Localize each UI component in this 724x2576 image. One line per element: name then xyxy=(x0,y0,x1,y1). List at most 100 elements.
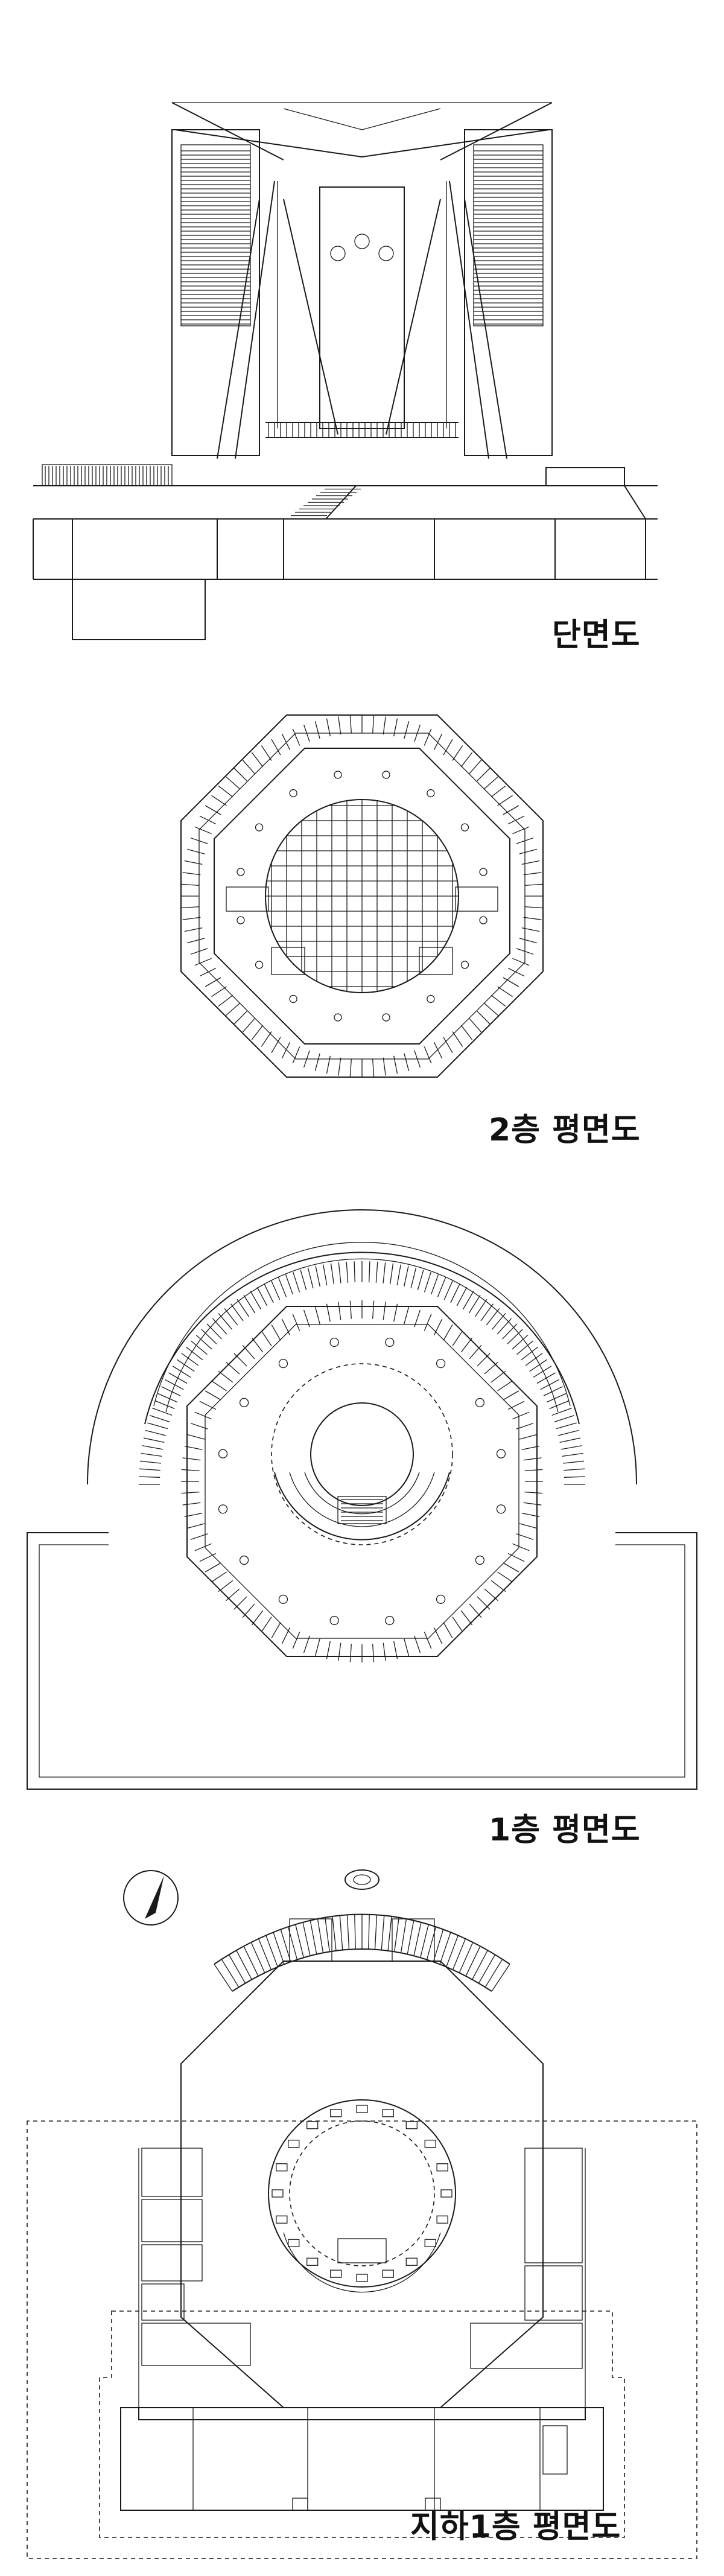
octagon-rafter xyxy=(516,948,534,955)
octagon-rafter xyxy=(469,760,482,774)
seat-marker xyxy=(288,2239,300,2247)
octagon-rafter xyxy=(404,721,410,739)
octagon-rafter xyxy=(251,1025,264,1040)
arc-wing-step xyxy=(465,1946,481,1977)
octagon-rafter xyxy=(433,1627,443,1644)
seat-marker xyxy=(382,2269,394,2278)
octagon-rafter xyxy=(226,776,240,789)
arc-wing-step xyxy=(221,1959,240,1988)
column-marker xyxy=(479,916,487,924)
octagon-rafter xyxy=(519,848,537,854)
octagon-rafter xyxy=(443,739,453,755)
octagon-rafter xyxy=(443,1622,453,1639)
octagon-rafter xyxy=(484,776,498,789)
arc-seat-line xyxy=(346,1261,349,1283)
octagon-rafter xyxy=(452,1031,463,1047)
seat-marker xyxy=(276,2215,288,2224)
octagon-rafter xyxy=(205,1390,221,1401)
octagon-rafter xyxy=(326,1303,331,1322)
column-marker xyxy=(460,823,469,832)
column-marker xyxy=(427,994,435,1003)
octagon-rafter xyxy=(424,1314,432,1331)
floor1-plan xyxy=(27,1209,697,1790)
octagon-rafter xyxy=(469,1018,482,1032)
octagon-rafter xyxy=(190,1533,208,1541)
arc-seat-line xyxy=(250,1291,262,1310)
octagon-rafter xyxy=(424,1046,432,1064)
octagon-rafter xyxy=(507,1553,525,1562)
arc-seat-line xyxy=(278,1277,287,1297)
octagon-rafter xyxy=(393,1303,398,1322)
arc-seat-line xyxy=(181,1352,199,1366)
arc-seat-line xyxy=(468,1294,481,1314)
column-marker xyxy=(239,1398,249,1408)
arc-seat-line xyxy=(424,1271,431,1293)
octagon-rafter xyxy=(194,1543,212,1551)
floor1-columns xyxy=(218,1337,506,1626)
seat-marker xyxy=(440,2189,453,2198)
octagon-rafter xyxy=(393,1641,398,1659)
arc-wing-step xyxy=(280,1929,291,1962)
octagon-rafter xyxy=(187,1523,205,1529)
arc-seat-line xyxy=(474,1299,487,1317)
arc-seat-line xyxy=(557,1430,579,1436)
octagon-rafter xyxy=(433,1042,443,1059)
arc-wing-step xyxy=(368,1914,370,1950)
octagon-rafter xyxy=(184,927,203,932)
octagon-rafter xyxy=(326,718,331,737)
octagon-rafter xyxy=(393,1055,398,1074)
arc-seat-line xyxy=(154,1400,175,1410)
column-marker xyxy=(239,1555,249,1565)
octagon-rafter xyxy=(484,1361,498,1375)
arc-wing-step xyxy=(317,1918,324,1953)
basement1-rooms xyxy=(141,1918,583,2369)
arc-seat-line xyxy=(152,1407,173,1416)
arc-seat-line xyxy=(369,1261,370,1283)
octagon-rafter xyxy=(414,1050,421,1068)
section-central-volume xyxy=(265,181,459,438)
octagon-rafter xyxy=(524,906,543,909)
compass-north-arrow xyxy=(123,1870,179,1926)
arc-seat-line xyxy=(237,1299,250,1317)
basement1-arc-wing xyxy=(214,1869,510,1992)
octagon-rafter xyxy=(303,1309,310,1328)
octagon-rafter xyxy=(503,1562,519,1573)
arc-seat-line xyxy=(462,1291,474,1310)
arc-seat-line xyxy=(512,1334,529,1350)
octagon-rafter xyxy=(484,1003,498,1016)
arc-seat-line xyxy=(264,1283,274,1303)
octagon-rafter xyxy=(349,1644,352,1662)
arc-seat-line xyxy=(502,1323,518,1340)
octagon-rafter xyxy=(414,724,421,742)
arc-seat-line xyxy=(437,1277,446,1297)
octagon-rafter xyxy=(521,860,540,865)
column-marker xyxy=(436,1594,446,1604)
arc-wing-step xyxy=(250,1942,265,1973)
octagon-rafter xyxy=(303,1635,310,1653)
arc-seat-line xyxy=(556,1422,577,1430)
arc-seat-line xyxy=(165,1379,184,1390)
arc-seat-line xyxy=(270,1280,281,1300)
arc-seat-line xyxy=(147,1422,168,1430)
octagon-rafter xyxy=(460,1610,473,1626)
octagon-rafter xyxy=(497,986,513,997)
arc-seat-line xyxy=(417,1270,424,1291)
octagon-rafter xyxy=(251,752,264,768)
arc-seat-line xyxy=(168,1372,188,1384)
octagon-rafter xyxy=(512,958,530,966)
column-marker xyxy=(289,789,297,798)
octagon-rafter xyxy=(477,1596,491,1610)
octagon-rafter xyxy=(404,1053,410,1071)
octagon-rafter xyxy=(226,1003,240,1016)
seat-marker xyxy=(330,2109,342,2117)
octagon-rafter xyxy=(414,1309,421,1328)
floor1-title: 1층 평면도 xyxy=(489,1812,641,1848)
arc-seat-line xyxy=(161,1386,181,1396)
octagon-rafter xyxy=(523,917,542,920)
arc-seat-line xyxy=(354,1261,355,1283)
octagon-rafter xyxy=(187,848,205,854)
octagon-rafter xyxy=(516,1533,534,1541)
octagon-rafter xyxy=(516,1422,534,1430)
arc-seat-line xyxy=(491,1313,506,1330)
arc-wing-step xyxy=(258,1938,272,1970)
